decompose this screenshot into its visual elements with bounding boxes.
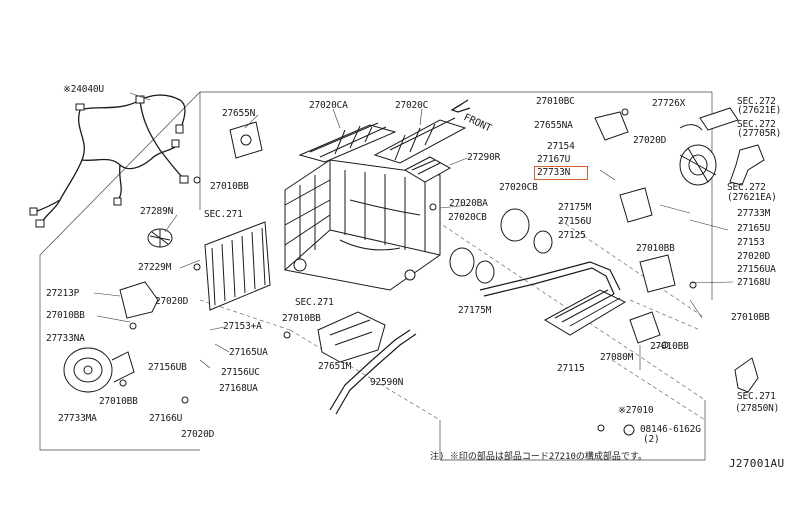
label-27020d-d: 27020D: [737, 251, 771, 262]
duct-27651m: [317, 311, 386, 363]
label-24040u: ※24040U: [63, 84, 104, 95]
label-27020cb-b: 27020CB: [448, 212, 487, 223]
label-27010bb-e: 27010BB: [650, 341, 689, 352]
label-27020d-a: 27020D: [155, 296, 189, 307]
label-27154: 27154: [547, 141, 575, 152]
front-arrow: [450, 99, 471, 113]
label-sec271-a: SEC.271: [204, 209, 243, 220]
label-27289n: 27289N: [140, 206, 174, 217]
label-27020d-b: 27020D: [181, 429, 215, 440]
pad-27290r: [403, 156, 452, 183]
label-27655na: 27655NA: [534, 120, 573, 131]
part-27850n: [734, 357, 759, 393]
label-27156uc: 27156UC: [221, 367, 260, 378]
diagram-code: J27001AU: [729, 457, 785, 470]
label-27175m-b: 27175M: [458, 305, 492, 316]
label-27156u: 27156U: [558, 216, 592, 227]
label-27290r: 27290R: [467, 152, 501, 163]
label-27010bb-c: 27010BB: [99, 396, 138, 407]
label-sec271-b: SEC.271: [295, 297, 334, 308]
filter-27020ca: [298, 122, 397, 163]
footnote: 注) ※印の部品は部品コード27210の構成部品です。: [430, 452, 648, 462]
label-sec272-c: SEC.272: [727, 182, 766, 193]
label-27010bb-d: 27010BB: [282, 313, 321, 324]
label-27621e: (27621E): [737, 105, 782, 116]
label-27229m: 27229M: [138, 262, 172, 273]
label-27156ua: 27156UA: [737, 264, 776, 275]
part-27289n: [147, 228, 173, 248]
label-27020ca: 27020CA: [309, 100, 348, 111]
actuators: [229, 111, 676, 344]
label-sec272-a: SEC.272: [737, 96, 776, 107]
heater-core-27115: [543, 289, 627, 336]
label-27167u: 27167U: [537, 154, 571, 165]
label-27651m: 27651M: [318, 361, 352, 372]
label-27153: 27153: [737, 237, 765, 248]
label-27733n: 27733N: [537, 167, 571, 178]
label-27165ua: 27165UA: [229, 347, 268, 358]
label-27153a: 27153+A: [223, 321, 262, 332]
label-27168u: 27168U: [737, 277, 771, 288]
label-27175m-a: 27175M: [558, 202, 592, 213]
sec272-ducts: [679, 107, 765, 186]
heater-pipes: [479, 261, 621, 297]
hose-92590n: [329, 329, 417, 415]
label-08146: 08146-6162G: [640, 424, 701, 435]
highlight-box-27733n: [534, 166, 588, 180]
label-27020d-c: 27020D: [633, 135, 667, 146]
label-27125: 27125: [558, 230, 586, 241]
blower-27733m: [679, 144, 717, 186]
part-27213p: [119, 281, 159, 319]
evaporator: [204, 221, 271, 311]
label-27010bb-b: 27010BB: [46, 310, 85, 321]
label-27166u: 27166U: [149, 413, 183, 424]
label-27156ub: 27156UB: [148, 362, 187, 373]
label-27655n: 27655N: [222, 108, 256, 119]
label-sec271-c: SEC.271: [737, 391, 776, 402]
label-27080m: 27080M: [600, 352, 634, 363]
label-27705r: (27705R): [737, 128, 782, 139]
hvac-housing: [284, 159, 441, 291]
label-27165u: 27165U: [737, 223, 771, 234]
label-27726x: 27726X: [652, 98, 686, 109]
label-27010bb-g: 27010BB: [731, 312, 770, 323]
label-92590n: 92590N: [370, 377, 404, 388]
label-27733m: 27733M: [737, 208, 771, 219]
filter-27020c: [373, 117, 467, 164]
label-27850n: (27850N): [735, 403, 780, 414]
label-27020ba: 27020BA: [449, 198, 488, 209]
label-27020c: 27020C: [395, 100, 429, 111]
label-27020cb-a: 27020CB: [499, 182, 538, 193]
label-27733ma: 27733MA: [58, 413, 97, 424]
label-27733na: 27733NA: [46, 333, 85, 344]
blower-motor-27733na: [63, 347, 135, 393]
label-27010: ※27010: [618, 405, 654, 416]
dashed-guides: [199, 209, 706, 421]
label-27115: 27115: [557, 363, 585, 374]
label-27010bc: 27010BC: [536, 96, 575, 107]
label-27621ea: (27621EA): [727, 192, 777, 203]
harness-connectors: [29, 95, 189, 228]
label-27010bb-f: 27010BB: [636, 243, 675, 254]
label-27213p: 27213P: [46, 288, 80, 299]
fasteners: [119, 108, 697, 436]
label-27010bb-a: 27010BB: [210, 181, 249, 192]
label-27168ua: 27168UA: [219, 383, 258, 394]
label-sec272-b: SEC.272: [737, 119, 776, 130]
leader-lines: [93, 92, 734, 370]
label-08146-qty: (2): [643, 434, 660, 445]
